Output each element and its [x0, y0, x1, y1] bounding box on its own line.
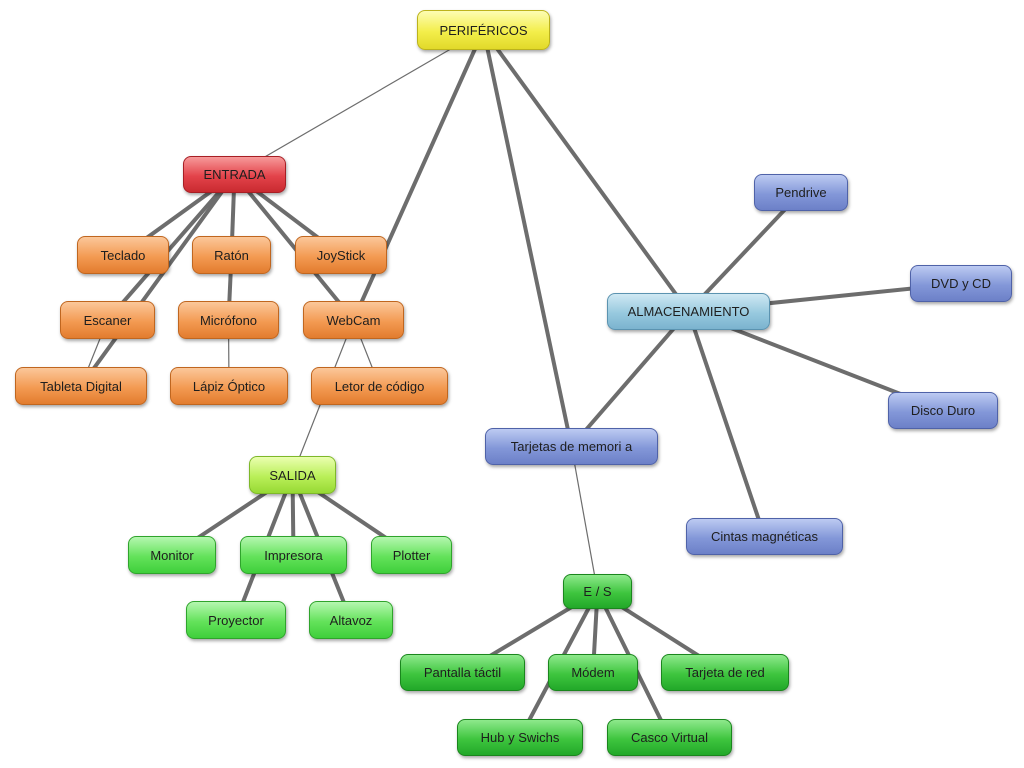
node-altavoz: Altavoz	[309, 601, 393, 639]
node-label: ALMACENAMIENTO	[627, 304, 750, 319]
node-label: WebCam	[326, 312, 381, 328]
connector-perifericos-webcam	[351, 28, 486, 322]
connector-tarjetas-es	[570, 445, 599, 593]
node-tarjetas: Tarjetas de memori a	[485, 428, 658, 465]
node-almacenamiento: ALMACENAMIENTO	[607, 293, 770, 330]
node-label: Pantalla táctil	[423, 665, 502, 680]
node-label: Módem	[571, 665, 615, 680]
connector-perifericos-almacenamiento	[481, 28, 691, 314]
node-impresora: Impresora	[240, 536, 347, 574]
node-label: Tarjetas de memori a	[510, 439, 633, 454]
node-joystick: JoyStick	[295, 236, 387, 274]
node-label: Letor de código	[334, 378, 425, 394]
node-label: DVD y CD	[931, 276, 991, 291]
node-letor: Letor de código	[311, 367, 448, 405]
node-label: Altavoz	[329, 612, 373, 628]
connector-almacenamiento-tarjetas	[569, 309, 691, 449]
node-label: Escaner	[83, 312, 132, 328]
node-label: Proyector	[208, 612, 264, 628]
node-label: Monitor	[150, 547, 194, 563]
connector-almacenamiento-cintas	[686, 309, 767, 539]
connector-entrada-tableta	[79, 172, 237, 388]
connector-perifericos-entrada	[233, 29, 485, 176]
node-label: Teclado	[100, 247, 146, 263]
node-label: SALIDA	[269, 467, 316, 483]
node-dvd: DVD y CD	[910, 265, 1012, 302]
node-pendrive: Pendrive	[754, 174, 848, 211]
node-label: Micrófono	[199, 312, 258, 328]
node-label: Tableta Digital	[40, 378, 122, 394]
node-microfono: Micrófono	[178, 301, 279, 339]
node-entrada: ENTRADA	[183, 156, 286, 193]
node-label: ENTRADA	[203, 167, 266, 182]
node-tarjeta-red: Tarjeta de red	[661, 654, 789, 691]
node-label: PERIFÉRICOS	[439, 22, 528, 38]
node-cintas: Cintas magnéticas	[686, 518, 843, 555]
node-label: Ratón	[214, 247, 249, 263]
node-monitor: Monitor	[128, 536, 216, 574]
node-label: Hub y Swichs	[480, 730, 560, 745]
node-pantalla: Pantalla táctil	[400, 654, 525, 691]
node-teclado: Teclado	[77, 236, 169, 274]
node-label: Cintas magnéticas	[711, 529, 818, 544]
node-label: Lápiz Óptico	[192, 378, 266, 394]
node-plotter: Plotter	[371, 536, 452, 574]
node-label: Casco Virtual	[630, 730, 709, 745]
node-disco: Disco Duro	[888, 392, 998, 429]
node-label: Plotter	[392, 547, 431, 563]
connector-perifericos-tarjetas	[481, 28, 574, 449]
node-casco: Casco Virtual	[607, 719, 732, 756]
node-label: JoyStick	[316, 247, 366, 263]
node-label: Impresora	[264, 547, 323, 563]
node-salida: SALIDA	[249, 456, 336, 494]
node-es: E / S	[563, 574, 632, 609]
node-perifericos: PERIFÉRICOS	[417, 10, 550, 50]
node-label: E / S	[583, 584, 612, 599]
node-proyector: Proyector	[186, 601, 286, 639]
node-tableta: Tableta Digital	[15, 367, 147, 405]
node-lapiz: Lápiz Óptico	[170, 367, 288, 405]
connector-almacenamiento-pendrive	[686, 190, 803, 314]
node-escaner: Escaner	[60, 301, 155, 339]
node-raton: Ratón	[192, 236, 271, 274]
node-webcam: WebCam	[303, 301, 404, 339]
node-label: Tarjeta de red	[685, 665, 765, 680]
node-label: Pendrive	[775, 185, 827, 200]
connector-entrada-webcam	[232, 172, 356, 322]
node-modem: Módem	[548, 654, 638, 691]
node-label: Disco Duro	[910, 403, 976, 418]
node-hub: Hub y Swichs	[457, 719, 583, 756]
connector-entrada-escaner	[105, 172, 237, 322]
